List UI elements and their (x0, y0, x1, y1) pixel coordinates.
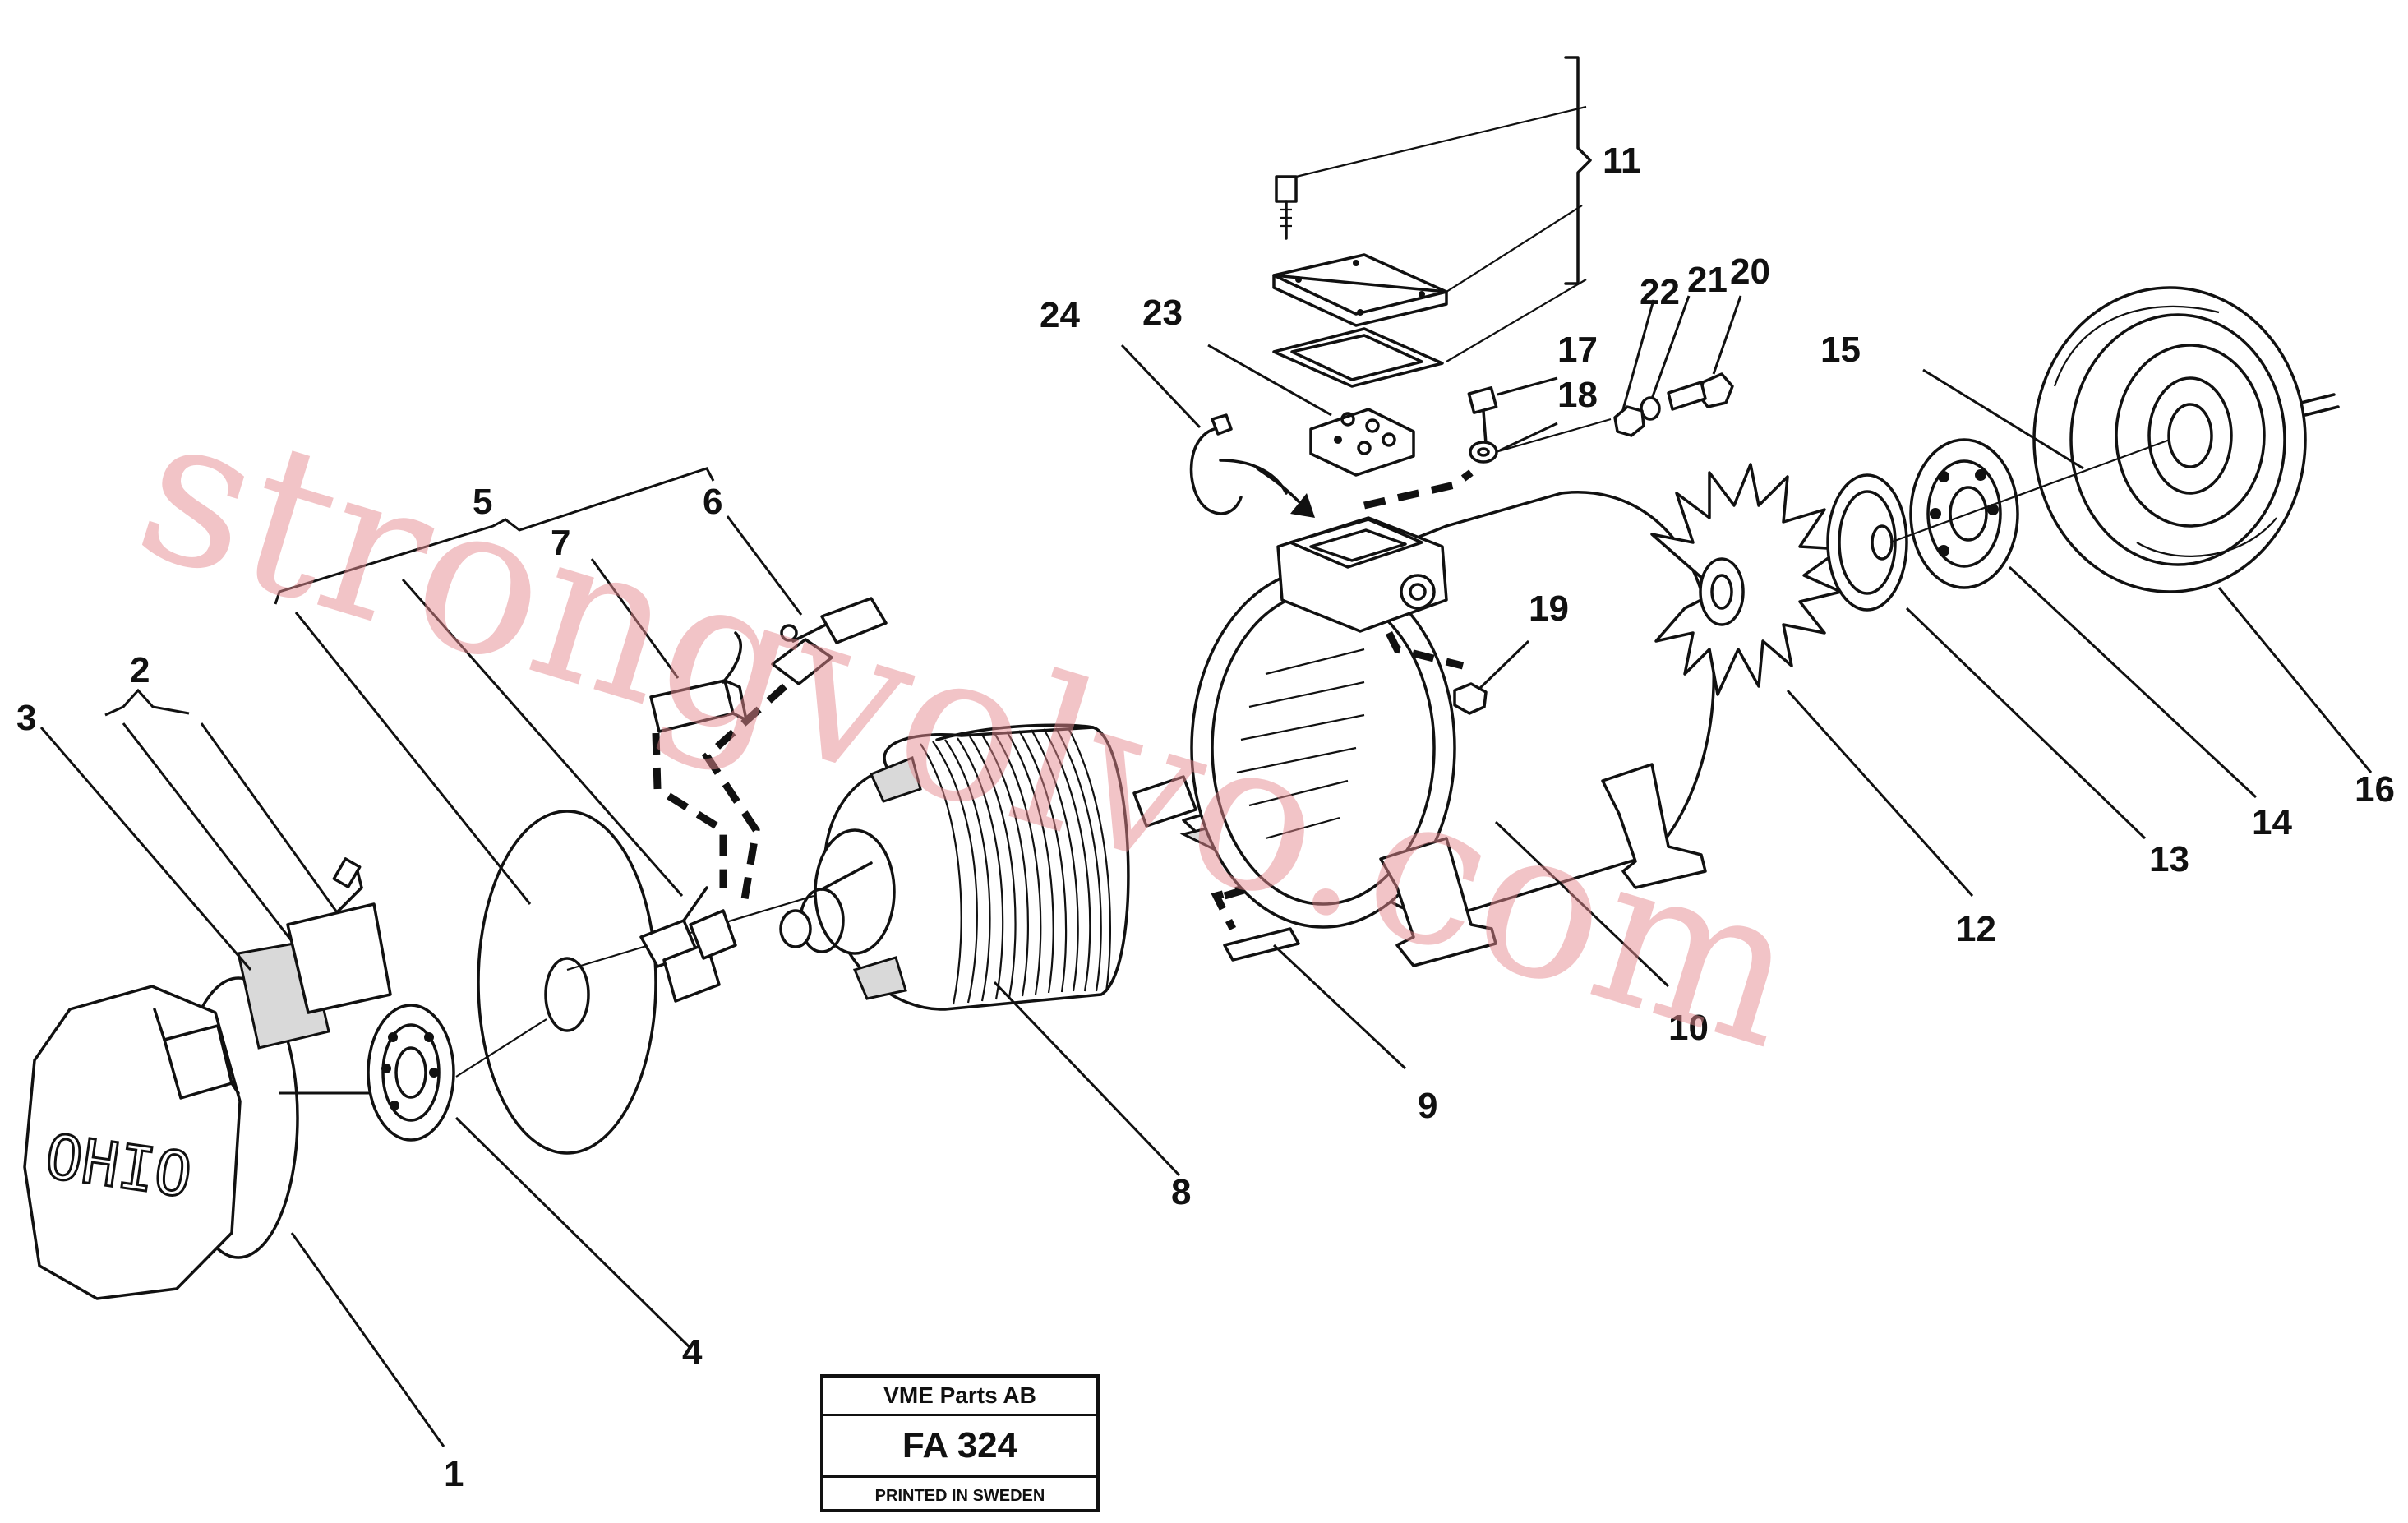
part-end-cover: OHIO (23, 976, 378, 1300)
label-3: 3 (16, 698, 36, 738)
label-20: 20 (1730, 252, 1770, 292)
leader-lines (39, 295, 2373, 1447)
label-19: 19 (1529, 588, 1569, 629)
part-bolt-20 (1667, 372, 1734, 411)
label-10: 10 (1668, 1008, 1709, 1048)
part-cover-screw (1275, 175, 1298, 240)
label-17: 17 (1557, 330, 1598, 370)
part-number-labels: 1 2 3 4 5 6 7 8 9 10 11 12 13 14 15 16 1… (16, 141, 2395, 1494)
part-nut-22 (1613, 405, 1645, 437)
label-23: 23 (1142, 293, 1183, 333)
stamp-printed: PRINTED IN SWEDEN (874, 1486, 1045, 1505)
part-brush-6 (771, 597, 888, 685)
label-22: 22 (1640, 272, 1680, 312)
label-18: 18 (1557, 375, 1598, 415)
label-8: 8 (1171, 1172, 1191, 1212)
label-2: 2 (130, 650, 150, 690)
part-nut-19 (1453, 682, 1488, 715)
stamp-code: FA 324 (823, 1416, 1096, 1478)
rotor-windings (920, 727, 1112, 1005)
part-brush-holder-disc (455, 810, 814, 1155)
label-14: 14 (2252, 802, 2292, 842)
label-9: 9 (1418, 1086, 1437, 1126)
part-rotor (779, 656, 1555, 1011)
label-12: 12 (1956, 909, 1996, 949)
label-5: 5 (473, 482, 492, 522)
part-gasket (1272, 327, 1444, 388)
part-pulley (2032, 286, 2340, 593)
parts-stamp: VME Parts AB FA 324 PRINTED IN SWEDEN (820, 1374, 1100, 1512)
part-fan (1650, 463, 1843, 696)
label-24: 24 (1040, 295, 1080, 335)
part-washer-21 (1640, 396, 1661, 421)
part-brush-plate (237, 857, 392, 1050)
label-13: 13 (2149, 839, 2189, 879)
label-21: 21 (1687, 260, 1728, 300)
part-bearing-right (1909, 438, 2019, 589)
part-stator-housing (1190, 491, 1715, 967)
part-terminal-block (1309, 408, 1415, 477)
label-15: 15 (1820, 330, 1861, 370)
label-6: 6 (703, 482, 722, 522)
label-4: 4 (682, 1332, 703, 1373)
part-brush-7 (649, 631, 748, 733)
part-screw-17 (1467, 386, 1498, 464)
label-11: 11 (1603, 141, 1641, 181)
part-clip (1189, 413, 1243, 515)
label-1: 1 (444, 1454, 464, 1494)
label-7: 7 (551, 523, 570, 563)
part-seal-ring (1826, 473, 1908, 612)
part-bearing-left (367, 1004, 455, 1142)
stamp-company: VME Parts AB (823, 1378, 1096, 1416)
part-brushes (639, 886, 737, 1003)
part-cover-plate (1272, 253, 1448, 327)
label-16: 16 (2355, 769, 2395, 810)
